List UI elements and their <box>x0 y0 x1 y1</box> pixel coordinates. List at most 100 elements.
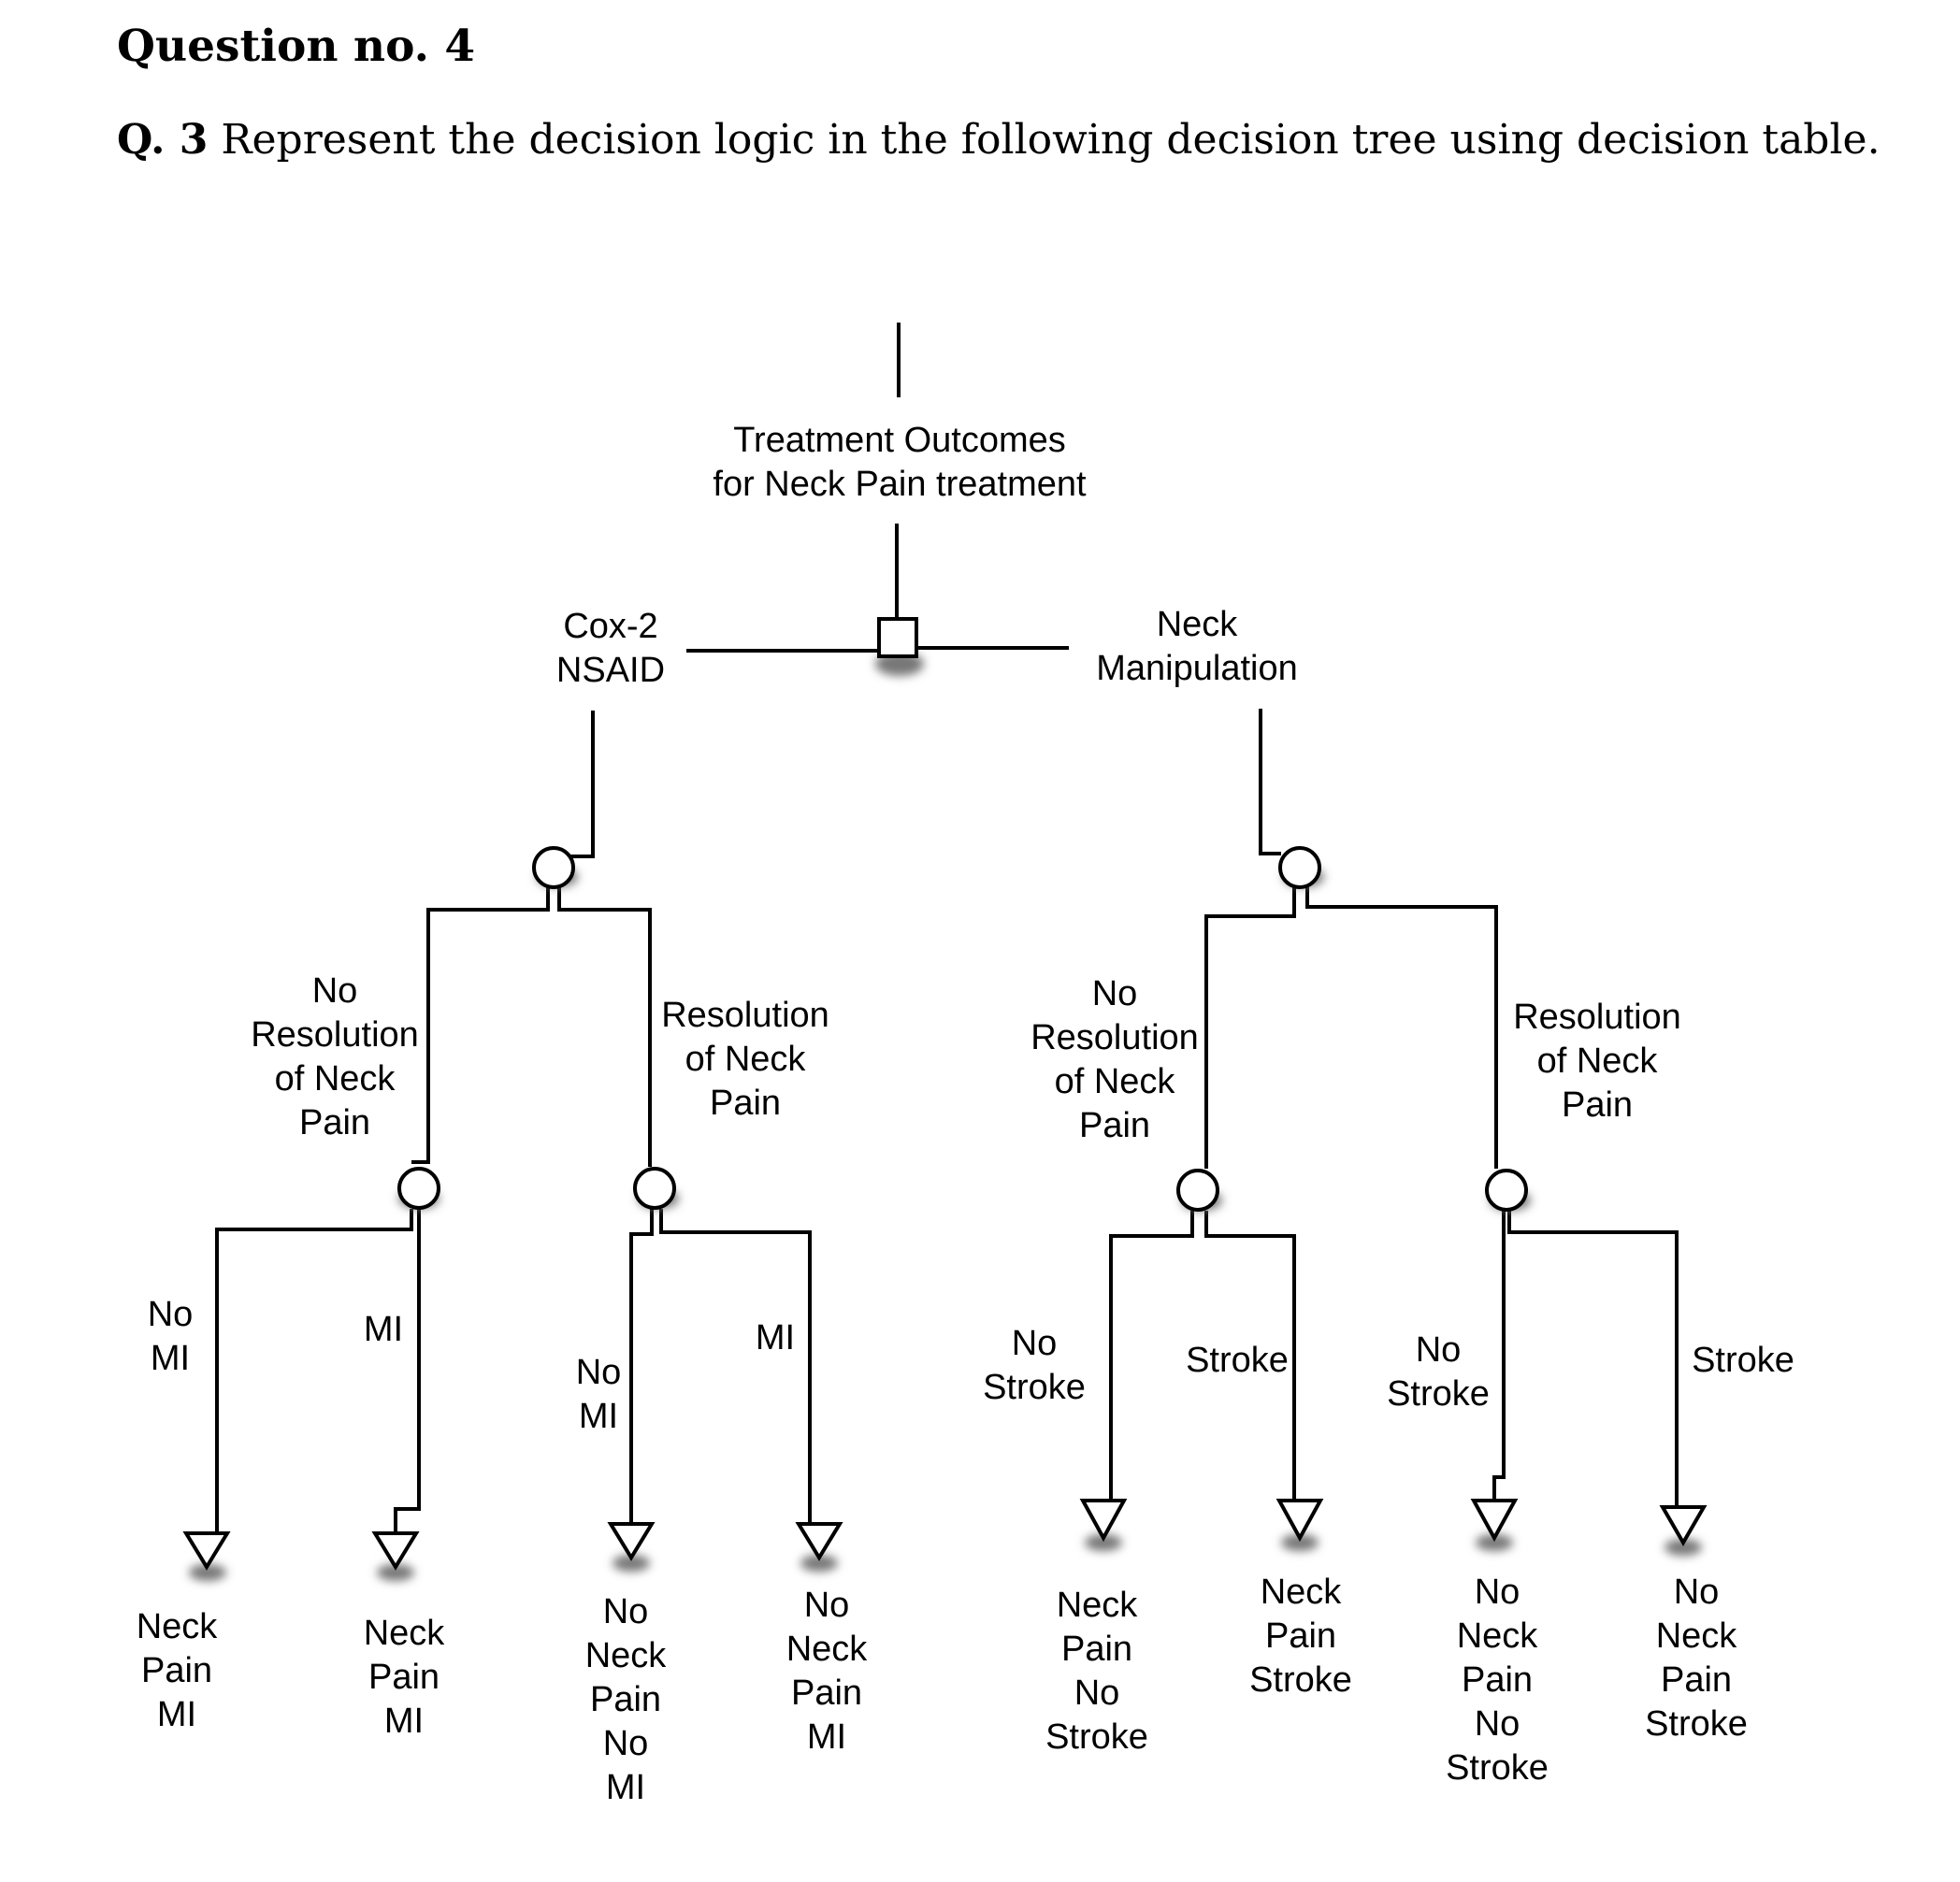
terminal-node-8 <box>1659 1505 1708 1546</box>
label-line: Neck <box>1157 605 1239 644</box>
label-line: MI <box>807 1717 846 1757</box>
left-resolution-edge <box>557 884 652 1167</box>
right-no-resolution-edge <box>1204 884 1296 1169</box>
label-line: MI <box>157 1695 196 1734</box>
label-line: No <box>1092 974 1138 1013</box>
decision-node <box>877 617 918 658</box>
label-line: Pain <box>1265 1616 1336 1656</box>
edge-no-stroke-1 <box>1109 1211 1194 1501</box>
event-label-stroke-2: Stroke <box>1692 1341 1794 1380</box>
label-line: Neck <box>1656 1616 1738 1656</box>
label-line: Pain <box>1079 1106 1150 1145</box>
label-line: Neck <box>364 1614 446 1653</box>
label-line: NSAID <box>556 651 665 690</box>
label-line: No <box>312 971 358 1011</box>
label-line: Resolution <box>1030 1018 1199 1057</box>
question-heading: Question no. 4 <box>117 21 476 72</box>
label-line: No <box>603 1592 649 1631</box>
label-line: Stroke <box>1692 1341 1794 1380</box>
label-line: MI <box>579 1397 618 1436</box>
terminal-node-2 <box>371 1531 420 1571</box>
root-label: Treatment Outcomes for Neck Pain treatmen… <box>713 421 1087 504</box>
chance-node-cox2 <box>532 846 575 889</box>
edge-mi-2 <box>659 1209 812 1524</box>
label-line: of Neck <box>275 1059 396 1099</box>
label-line: Stroke <box>1387 1374 1490 1414</box>
label-line: of Neck <box>1537 1042 1659 1081</box>
edge-no-mi-1 <box>215 1209 413 1533</box>
label-line: Manipulation <box>1096 649 1297 688</box>
event-label-mi-2: MI <box>756 1318 795 1358</box>
terminal-node-3 <box>607 1522 656 1561</box>
terminal-node-1 <box>182 1531 231 1571</box>
left-no-resolution-edge <box>411 884 550 1164</box>
label-line: of Neck <box>685 1040 807 1079</box>
edge-stroke-1 <box>1204 1211 1296 1501</box>
label-line: Pain <box>710 1084 781 1123</box>
label-line: Pain <box>1562 1085 1633 1125</box>
edge-no-mi-2 <box>629 1209 654 1524</box>
label-line: Pain <box>368 1658 440 1697</box>
right-resolution-edge <box>1305 884 1498 1169</box>
label-line: No <box>1475 1573 1520 1612</box>
event-label-mi-1: MI <box>364 1310 403 1349</box>
terminal-nodes <box>182 1499 1708 1581</box>
terminal-node-7 <box>1470 1499 1519 1543</box>
label-line: of Neck <box>1055 1062 1176 1101</box>
terminal-node-5 <box>1079 1499 1128 1543</box>
label-line: No <box>148 1295 194 1334</box>
label-line: Stroke <box>1446 1748 1549 1788</box>
label-line: for Neck Pain treatment <box>713 465 1087 504</box>
question-text: Q. 3 Represent the decision logic in the… <box>117 116 1881 164</box>
label-line: Pain <box>1061 1630 1132 1669</box>
chance-node-manipulation <box>1278 846 1321 889</box>
question-number: Q. 3 <box>117 116 209 164</box>
terminal-node-4 <box>795 1522 843 1561</box>
label-line: Neck <box>786 1630 869 1669</box>
label-line: Neck <box>137 1607 219 1646</box>
label-line: No <box>1475 1704 1520 1744</box>
label-line: Neck <box>1457 1616 1539 1656</box>
label-line: Pain <box>141 1651 212 1690</box>
label-line: Pain <box>791 1674 862 1713</box>
label-line: Pain <box>1661 1660 1732 1700</box>
label-line: Pain <box>299 1103 370 1142</box>
chance-nodes <box>397 846 1531 1212</box>
label-line: Neck <box>585 1636 668 1675</box>
chance-node-cox2-no-resolution <box>397 1167 440 1210</box>
event-label-stroke-1: Stroke <box>1186 1341 1289 1380</box>
label-line: Neck <box>1261 1573 1343 1612</box>
label-line: MI <box>151 1339 190 1378</box>
label-line: MI <box>384 1702 424 1741</box>
label-line: Resolution <box>661 996 829 1035</box>
label-line: No <box>1674 1573 1720 1612</box>
chance-node-manip-resolution <box>1485 1169 1528 1212</box>
label-line: No <box>1012 1324 1058 1363</box>
label-line: Stroke <box>1645 1704 1748 1744</box>
label-line: Resolution <box>1513 998 1681 1037</box>
chance-node-manip-no-resolution <box>1176 1169 1219 1212</box>
label-line: No <box>1074 1674 1120 1713</box>
label-line: Stroke <box>983 1368 1086 1407</box>
label-line: Treatment Outcomes <box>733 421 1066 460</box>
left-option-connector <box>568 711 595 858</box>
